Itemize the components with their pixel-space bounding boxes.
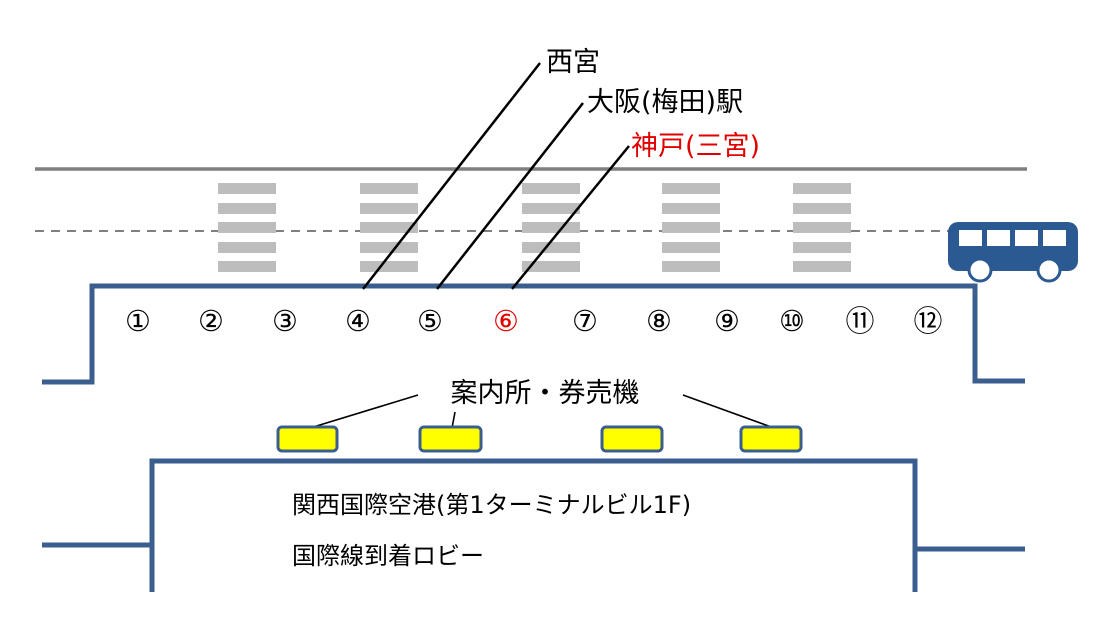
crosswalk-stripe: [360, 183, 418, 194]
crosswalk-stripe: [218, 242, 276, 253]
crosswalk-stripe: [793, 222, 851, 233]
crosswalk-2: [360, 183, 418, 272]
crosswalk-stripe: [662, 222, 720, 233]
crosswalk-3: [522, 183, 580, 272]
crosswalks: [218, 183, 851, 272]
bus-stop-7: ⑦: [572, 304, 598, 338]
terminal-building-outline: [149, 458, 918, 592]
crosswalk-stripe: [522, 222, 580, 233]
crosswalk-stripe: [360, 261, 418, 272]
info-counter-1: [276, 425, 339, 453]
crosswalk-stripe: [662, 203, 720, 214]
crosswalk-stripe: [662, 183, 720, 194]
info-counter-4: [739, 425, 803, 453]
terminal-name: 関西国際空港(第1ターミナルビル1F): [292, 491, 691, 519]
crosswalk-stripe: [522, 203, 580, 214]
crosswalk-stripe: [793, 242, 851, 253]
crosswalk-stripe: [360, 242, 418, 253]
crosswalk-stripe: [218, 222, 276, 233]
bus-stop-6: ⑥: [493, 304, 519, 338]
bus-stop-9: ⑨: [714, 304, 740, 338]
destination-kobe-sannomiya: 神戸(三宮): [631, 131, 760, 162]
bus-stop-2: ②: [198, 304, 224, 338]
crosswalk-stripe: [793, 261, 851, 272]
bus-icon: [948, 222, 1078, 283]
crosswalk-stripe: [522, 242, 580, 253]
crosswalk-stripe: [218, 261, 276, 272]
leader-line-nishinomiya: [362, 62, 541, 290]
info-counter-2: [418, 425, 483, 453]
bus-stop-numbers: ① ② ③ ④ ⑤ ⑥ ⑦ ⑧ ⑨ ⑩ ⑪ ⑫: [125, 304, 943, 338]
bus-stop-5: ⑤: [417, 304, 443, 338]
crosswalk-stripe: [360, 222, 418, 233]
crosswalk-stripe: [218, 203, 276, 214]
leader-line-info-left: [309, 394, 419, 429]
crosswalk-stripe: [218, 183, 276, 194]
info-counter-3: [600, 425, 664, 453]
destination-osaka-umeda: 大阪(梅田)駅: [587, 87, 743, 118]
info-counter-label: 案内所・券売機: [451, 378, 640, 409]
crosswalk-stripe: [793, 203, 851, 214]
crosswalk-stripe: [360, 203, 418, 214]
crosswalk-1: [218, 183, 276, 272]
crosswalk-5: [793, 183, 851, 272]
crosswalk-stripe: [793, 183, 851, 194]
crosswalk-stripe: [662, 261, 720, 272]
leader-line-kobe-sannomiya: [511, 145, 630, 290]
bus-stop-12: ⑫: [913, 304, 942, 338]
terminal-arrival-lobby: 国際線到着ロビー: [292, 542, 484, 570]
bus-stop-11: ⑪: [845, 304, 874, 338]
leader-line-info-center: [451, 411, 456, 429]
crosswalk-4: [662, 183, 720, 272]
bus-stop-4: ④: [345, 304, 371, 338]
crosswalk-stripe: [522, 261, 580, 272]
bus-stop-8: ⑧: [646, 304, 672, 338]
bus-stop-1: ①: [125, 304, 151, 338]
destination-nishinomiya: 西宮: [546, 47, 600, 78]
platform-outline: [42, 283, 1025, 385]
bus-stop-10: ⑩: [779, 304, 805, 338]
crosswalk-stripe: [522, 183, 580, 194]
bus-stop-3: ③: [272, 304, 298, 338]
crosswalk-stripe: [662, 242, 720, 253]
leader-line-info-right: [682, 394, 775, 429]
leader-line-osaka-umeda: [436, 102, 584, 290]
